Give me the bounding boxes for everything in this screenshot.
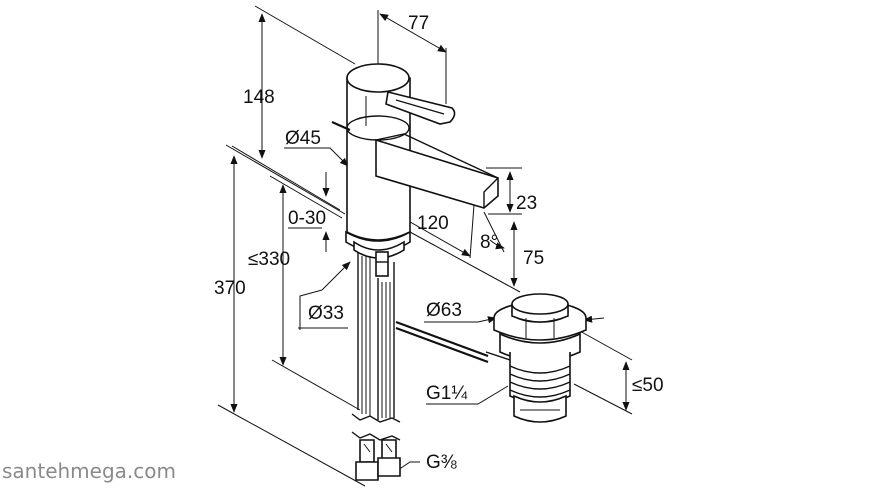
- dim-120: 120: [417, 213, 449, 234]
- dim-supply-thread: G⅜: [426, 452, 457, 473]
- dim-148: 148: [243, 87, 275, 108]
- dim-0-30: 0-30: [288, 208, 326, 229]
- waste-valve: [485, 293, 587, 423]
- dim-8-degree: 8°: [480, 232, 498, 253]
- dim-370: 370: [214, 278, 246, 299]
- watermark: santehmega.com: [2, 459, 176, 483]
- dim-diameter-33: Ø33: [308, 303, 344, 324]
- popup-rod: [395, 320, 489, 364]
- faucet-body: [331, 63, 499, 277]
- dimension-lines: [217, 5, 633, 487]
- dim-77: 77: [408, 13, 429, 34]
- dim-max-330: ≤330: [248, 249, 290, 270]
- dim-diameter-63: Ø63: [426, 300, 462, 321]
- supply-hoses: [351, 252, 401, 481]
- dim-waste-thread: G1¼: [426, 383, 468, 404]
- dim-75: 75: [523, 248, 544, 269]
- dim-23: 23: [516, 193, 537, 214]
- dim-max-50: ≤50: [632, 375, 664, 396]
- dim-diameter-45: Ø45: [285, 128, 321, 149]
